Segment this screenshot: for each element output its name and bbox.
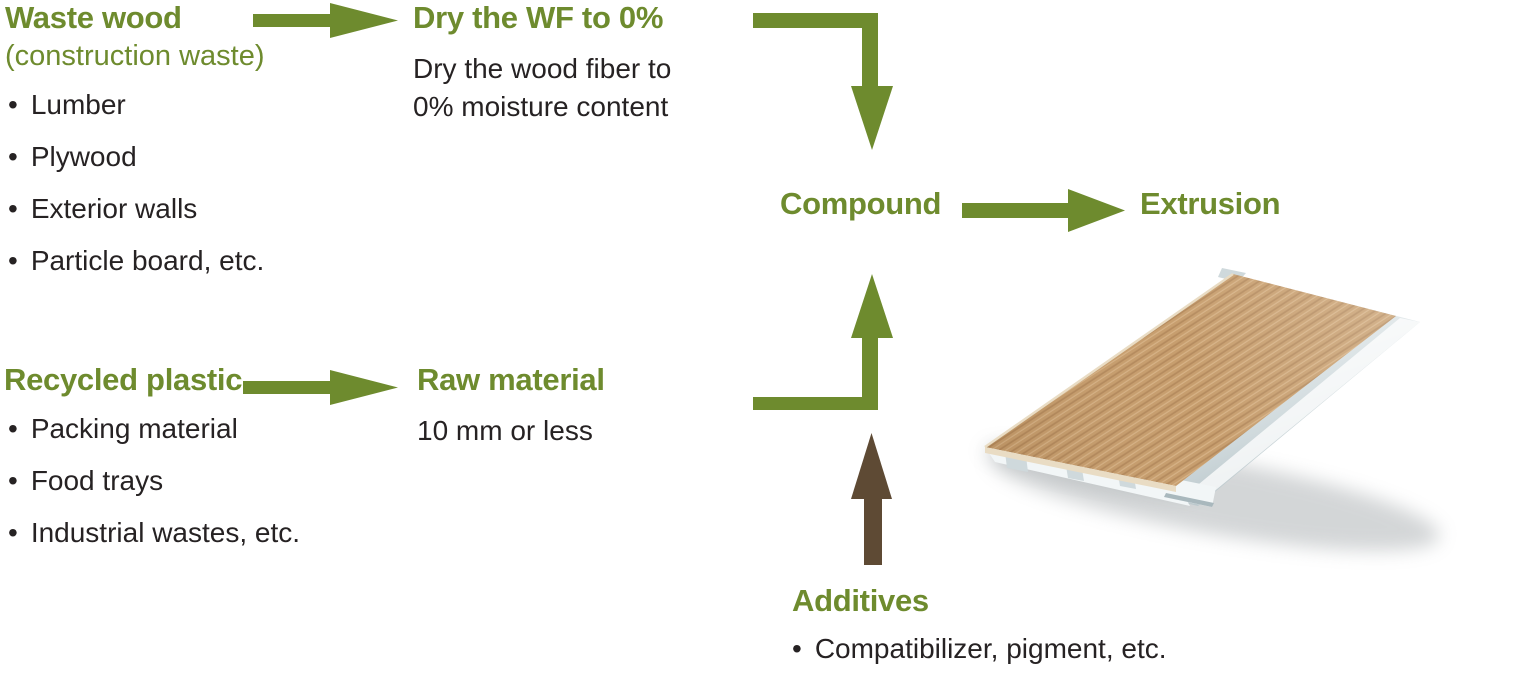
additives-item: Compatibilizer, pigment, etc. [792,634,1167,664]
arrow-compound-to-extrusion-icon [962,189,1125,232]
dry-step-description: Dry the wood fiber to 0% moisture conten… [413,53,672,122]
waste-wood-item: Plywood [8,142,264,172]
arrow-dry-to-compound-icon [753,13,893,150]
arrow-waste-to-dry-icon [253,3,398,38]
extrusion-label: Extrusion [1140,186,1281,221]
arrow-recycled-to-raw-icon [243,370,398,405]
raw-material-title: Raw material [417,362,605,397]
additives-title: Additives [792,583,929,618]
waste-wood-item: Lumber [8,90,264,120]
recycled-plastic-title: Recycled plastic [4,362,243,397]
arrow-raw-to-compound-icon [753,274,893,410]
recycled-plastic-item: Industrial wastes, etc. [8,518,300,548]
wpc-deck-board-image [981,268,1440,551]
waste-wood-title: Waste wood [5,0,182,35]
recycled-plastic-list: Packing material Food trays Industrial w… [8,414,300,570]
dry-step-title: Dry the WF to 0% [413,0,664,35]
waste-wood-item: Exterior walls [8,194,264,224]
compound-label: Compound [780,186,942,221]
waste-wood-subtitle: (construction waste) [5,40,265,72]
waste-wood-item: Particle board, etc. [8,246,264,276]
recycled-plastic-item: Packing material [8,414,300,444]
raw-material-description: 10 mm or less [417,415,593,446]
arrow-additives-to-compound-icon [851,433,892,565]
recycled-plastic-item: Food trays [8,466,300,496]
waste-wood-list: Lumber Plywood Exterior walls Particle b… [8,90,264,298]
additives-list: Compatibilizer, pigment, etc. [792,634,1167,675]
